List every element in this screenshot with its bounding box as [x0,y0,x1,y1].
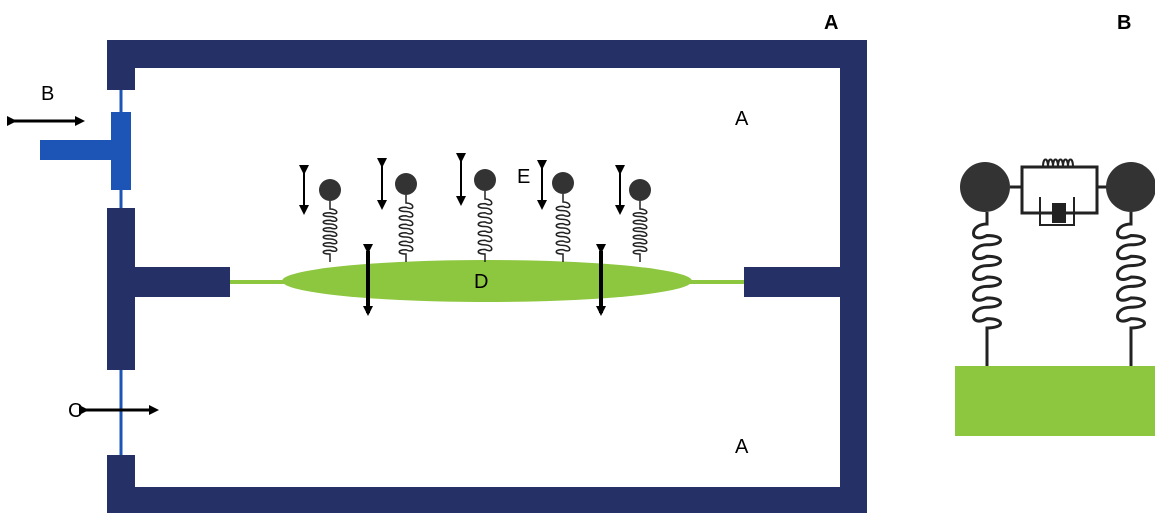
label-d: D [474,271,489,293]
spring-icon [632,201,648,262]
panel-label-a: A [824,12,839,34]
frame-right-wall [840,40,867,513]
mass-ball-icon [395,173,417,195]
frame-left-wall-mid [107,208,135,370]
label-e: E [517,166,531,188]
frame-top-wall [107,40,867,68]
label-a-upper: A [735,108,749,130]
arrows [7,116,606,415]
mass-ball-icon [960,162,1010,212]
piston-rod [40,140,111,160]
model-base [955,366,1155,436]
mass-ball-icon [474,169,496,191]
spring-icon [322,201,338,262]
label-c: C [68,400,83,422]
frame-bottom-wall [107,487,867,513]
oval-window-piston [40,90,131,208]
spring-icon [398,195,414,262]
label-b: B [41,83,55,105]
label-a-lower: A [735,436,749,458]
spring-icon [1116,212,1146,366]
mechanical-model [955,158,1155,436]
basilar-membrane [230,260,744,302]
frame-left-wall-top [107,40,135,90]
spring-icon [477,191,493,262]
spring-icon [972,212,1002,366]
frame-left-wall-bottom [107,455,135,513]
mass-ball-icon [629,179,651,201]
panel-label-b: B [1117,12,1132,34]
partition-right [744,267,840,297]
partition-left [135,267,230,297]
mass-ball-icon [552,172,574,194]
outer-frame [107,40,867,513]
spring-icon [555,194,571,262]
membrane-body [282,260,692,302]
piston-plate [111,112,131,190]
mass-ball-icon [1106,162,1155,212]
mass-ball-icon [319,179,341,201]
hair-cell-array [299,153,651,262]
spring-icon [1040,158,1078,168]
